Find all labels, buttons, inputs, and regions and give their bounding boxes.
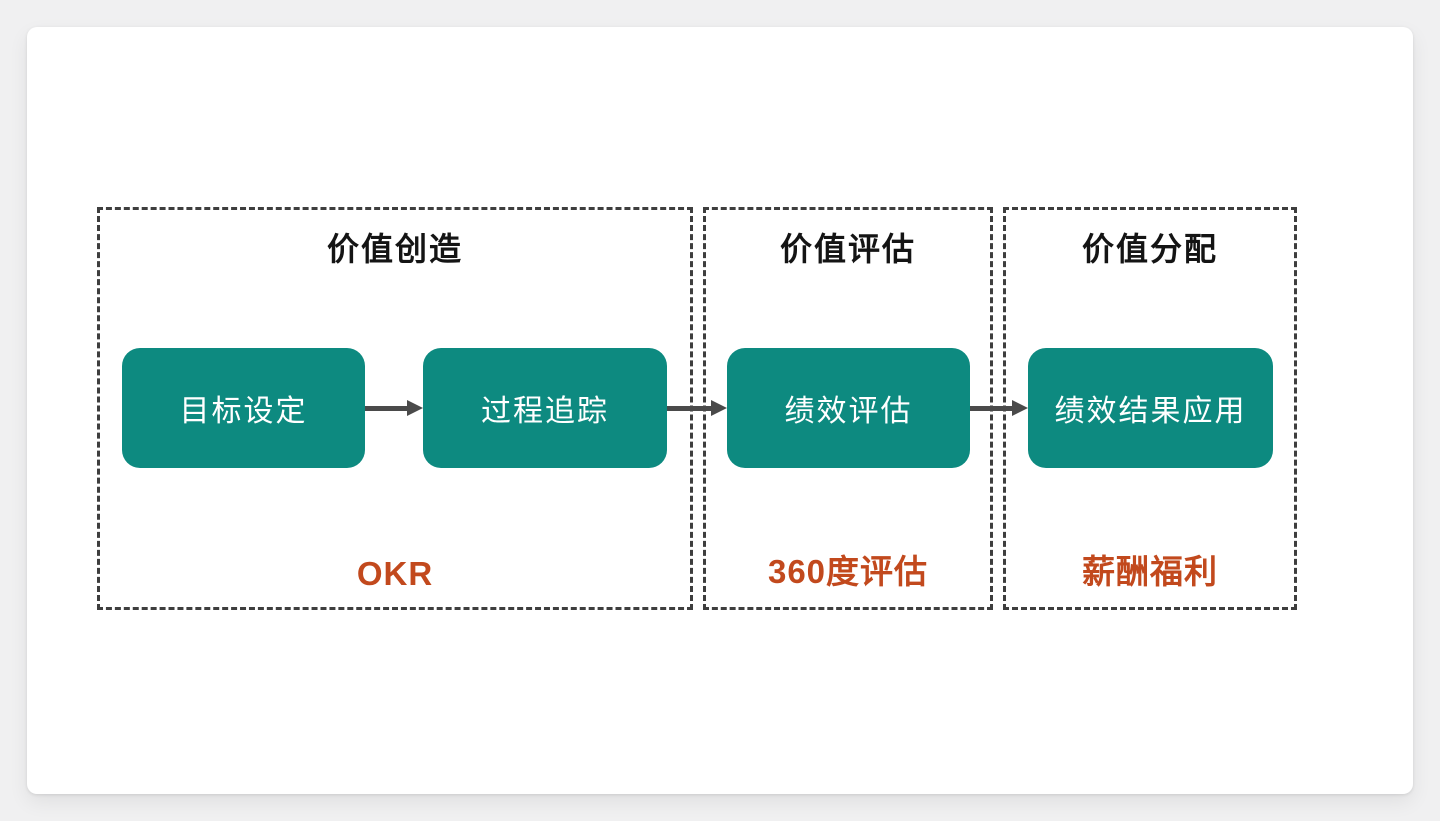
- section-tool-label: OKR: [356, 555, 434, 592]
- flow-node-goal-setting: 目标设定: [122, 348, 365, 468]
- flow-node-label: 绩效结果应用: [1054, 395, 1247, 428]
- section-title: 价值创造: [326, 231, 463, 267]
- flow-arrow: [667, 400, 727, 416]
- flow-node-process-tracking: 过程追踪: [423, 348, 667, 468]
- section-title: 价值分配: [1081, 231, 1218, 267]
- arrow-head-icon: [407, 400, 423, 416]
- flow-node-performance-evaluation: 绩效评估: [727, 348, 970, 468]
- flow-arrow: [970, 400, 1028, 416]
- arrow-shaft: [365, 406, 411, 411]
- diagram-card: 价值创造 OKR 价值评估 360度评估 价值分配 薪酬福利 目标设定 过程追踪…: [27, 27, 1413, 794]
- flow-node-performance-result-application: 绩效结果应用: [1028, 348, 1273, 468]
- section-tool-label: 360度评估: [767, 553, 929, 590]
- flow-node-label: 目标设定: [179, 395, 308, 428]
- flow-node-label: 绩效评估: [784, 395, 913, 428]
- section-value-distribution: 价值分配 薪酬福利: [1003, 207, 1297, 610]
- flow-node-label: 过程追踪: [481, 395, 609, 428]
- flow-arrow: [365, 400, 423, 416]
- section-title: 价值评估: [779, 231, 916, 267]
- arrow-head-icon: [711, 400, 727, 416]
- arrow-shaft: [970, 406, 1016, 411]
- arrow-head-icon: [1012, 400, 1028, 416]
- section-tool-label: 薪酬福利: [1082, 553, 1218, 590]
- arrow-shaft: [667, 406, 715, 411]
